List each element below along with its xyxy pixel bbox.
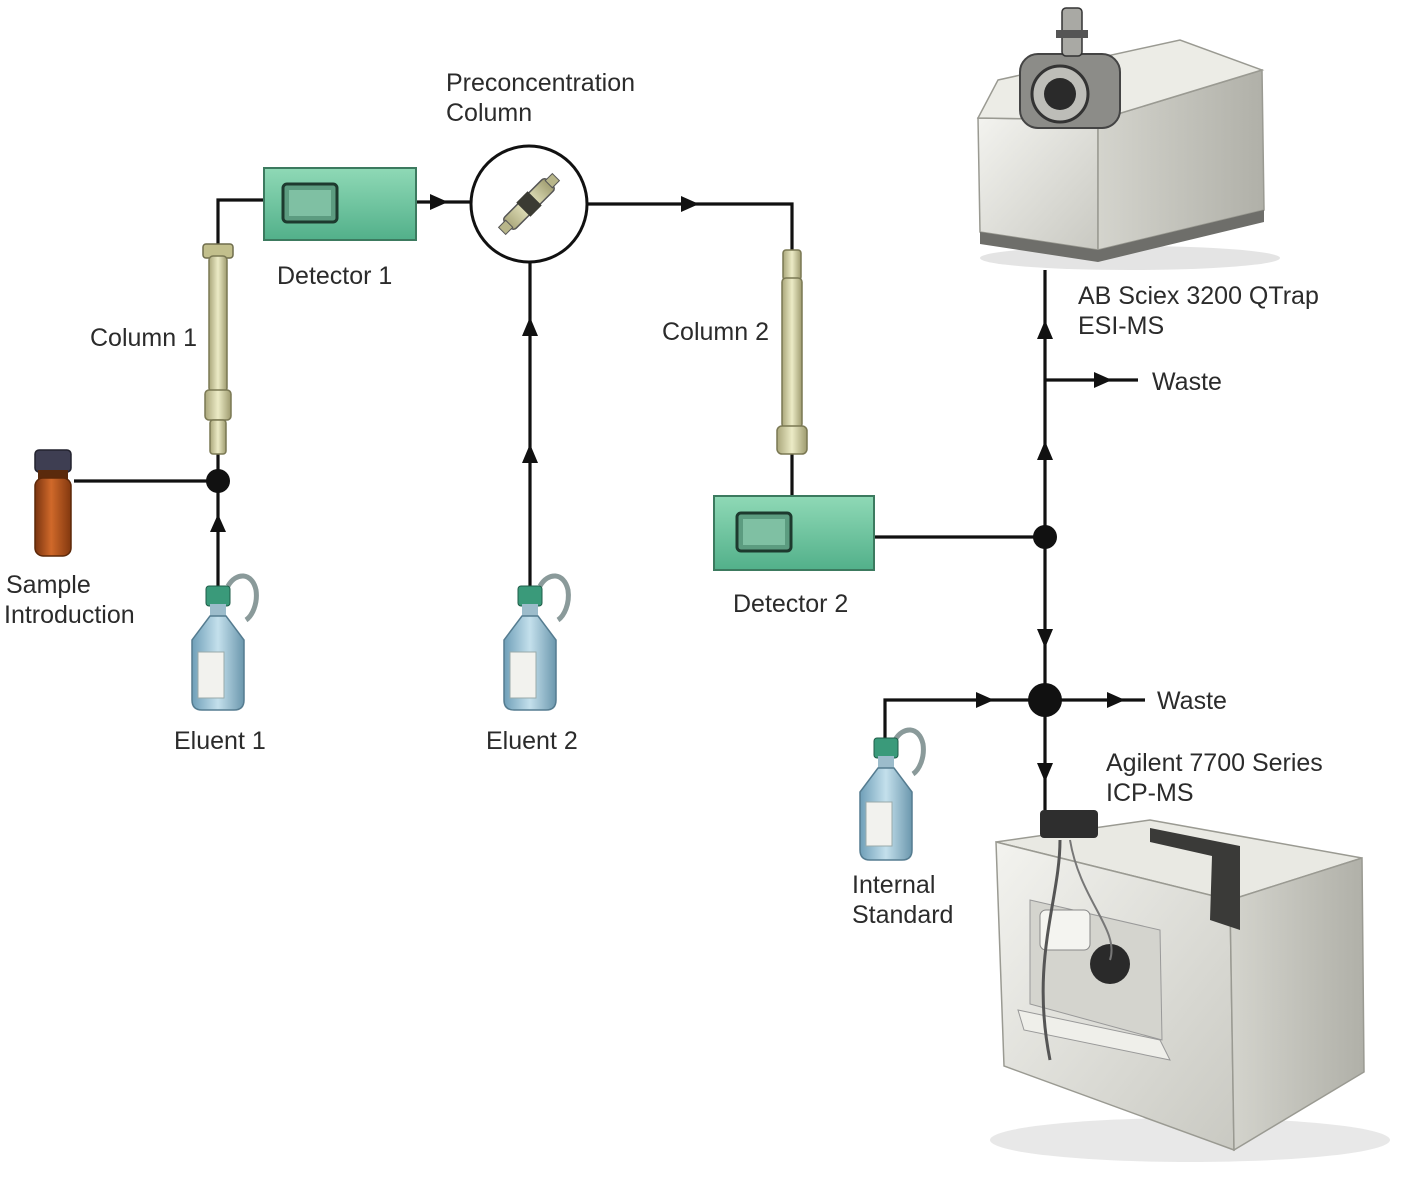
eluent-2-bottle-icon bbox=[503, 573, 571, 711]
arrow-up-icon bbox=[1037, 441, 1053, 460]
waste-bottom-label: Waste bbox=[1157, 687, 1227, 715]
preconcentration-label-line2: Column bbox=[446, 99, 532, 127]
arrow-right-icon bbox=[430, 194, 448, 210]
detector-2-label: Detector 2 bbox=[733, 590, 848, 618]
column-2-label: Column 2 bbox=[662, 318, 769, 346]
icp-ms-label-line2: ICP-MS bbox=[1106, 779, 1194, 807]
arrow-right-icon bbox=[976, 692, 994, 708]
waste-top-label: Waste bbox=[1152, 368, 1222, 396]
sample-vial-icon bbox=[34, 449, 72, 557]
tee-node bbox=[1028, 683, 1062, 717]
preconcentration-column-icon bbox=[469, 144, 589, 264]
internal-standard-label-line2: Standard bbox=[852, 901, 953, 929]
column-1-icon bbox=[202, 243, 234, 455]
junction-node bbox=[206, 469, 230, 493]
arrow-up-icon bbox=[522, 317, 538, 336]
icp-ms-label: Agilent 7700 Series bbox=[1106, 749, 1323, 777]
arrow-up-icon bbox=[1037, 320, 1053, 339]
preconcentration-label: Preconcentration bbox=[446, 69, 635, 97]
sample-introduction-label-line2: Introduction bbox=[4, 601, 135, 629]
arrow-right-icon bbox=[1107, 692, 1125, 708]
esi-ms-label: AB Sciex 3200 QTrap bbox=[1078, 282, 1319, 310]
eluent-2-label: Eluent 2 bbox=[486, 727, 578, 755]
eluent-1-label: Eluent 1 bbox=[174, 727, 266, 755]
arrow-up-icon bbox=[210, 514, 226, 532]
internal-standard-label: Internal bbox=[852, 871, 935, 899]
esi-ms-instrument-icon bbox=[976, 7, 1280, 270]
arrow-up-icon bbox=[522, 444, 538, 463]
eluent-1-bottle-icon bbox=[191, 573, 259, 711]
arrow-down-icon bbox=[1037, 629, 1053, 648]
arrow-right-icon bbox=[1094, 372, 1112, 388]
column-2-icon bbox=[776, 249, 808, 455]
detector-1-icon bbox=[263, 167, 417, 241]
labels: Preconcentration Column Detector 1 Colum… bbox=[4, 69, 1323, 929]
internal-standard-bottle-icon bbox=[859, 727, 926, 861]
detector-2-icon bbox=[713, 495, 875, 571]
splitter-node bbox=[1033, 525, 1057, 549]
sample-introduction-label: Sample bbox=[6, 571, 91, 599]
column-1-label: Column 1 bbox=[90, 324, 197, 352]
arrow-right-icon bbox=[681, 196, 699, 212]
esi-ms-label-line2: ESI-MS bbox=[1078, 312, 1164, 340]
flow-arrows bbox=[210, 194, 1125, 782]
tubing bbox=[74, 198, 1145, 810]
icp-ms-instrument-icon bbox=[990, 810, 1390, 1162]
arrow-down-icon bbox=[1037, 763, 1053, 782]
detector-1-label: Detector 1 bbox=[277, 262, 392, 290]
